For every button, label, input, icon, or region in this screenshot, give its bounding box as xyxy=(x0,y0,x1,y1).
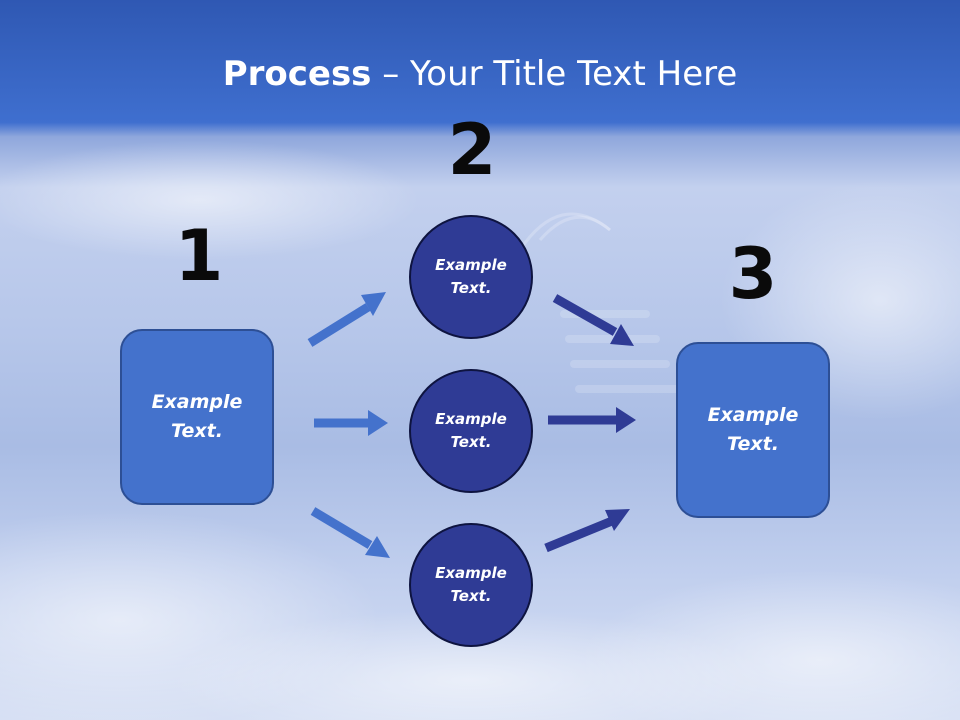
circle-middle-text-line1: Example xyxy=(435,410,507,428)
title-bold: Process xyxy=(222,54,372,94)
step-3-number: 3 xyxy=(728,233,778,315)
circle-bottom-text-line2: Text. xyxy=(450,587,492,605)
arrow-to-circle-middle xyxy=(314,410,388,436)
circle-bottom-text-line1: Example xyxy=(435,564,507,582)
step-3-text-line2: Text. xyxy=(727,433,779,455)
slide-title: Process – Your Title Text Here xyxy=(0,52,960,96)
step-1-number: 1 xyxy=(174,215,224,297)
step-1-box: Example Text. xyxy=(120,329,274,505)
step-3-box: Example Text. xyxy=(676,342,830,518)
circle-top-text-line2: Text. xyxy=(450,279,492,297)
circle-middle-text-line2: Text. xyxy=(450,433,492,451)
title-rest: – Your Title Text Here xyxy=(371,54,738,94)
step-1-text-line1: Example xyxy=(151,391,243,413)
arrow-from-circle-bottom xyxy=(544,509,630,553)
arrow-to-circle-top xyxy=(307,292,386,347)
step-3-text-line1: Example xyxy=(707,404,799,426)
step-2-circle-top: Example Text. xyxy=(409,215,533,339)
arrow-from-circle-top xyxy=(552,294,634,346)
arrow-to-circle-bottom xyxy=(310,507,390,558)
step-2-circle-middle: Example Text. xyxy=(409,369,533,493)
circle-top-text-line1: Example xyxy=(435,256,507,274)
step-1-text-line2: Text. xyxy=(171,420,223,442)
arrow-from-circle-middle xyxy=(548,407,636,433)
step-2-number: 2 xyxy=(447,109,497,191)
step-2-circle-bottom: Example Text. xyxy=(409,523,533,647)
